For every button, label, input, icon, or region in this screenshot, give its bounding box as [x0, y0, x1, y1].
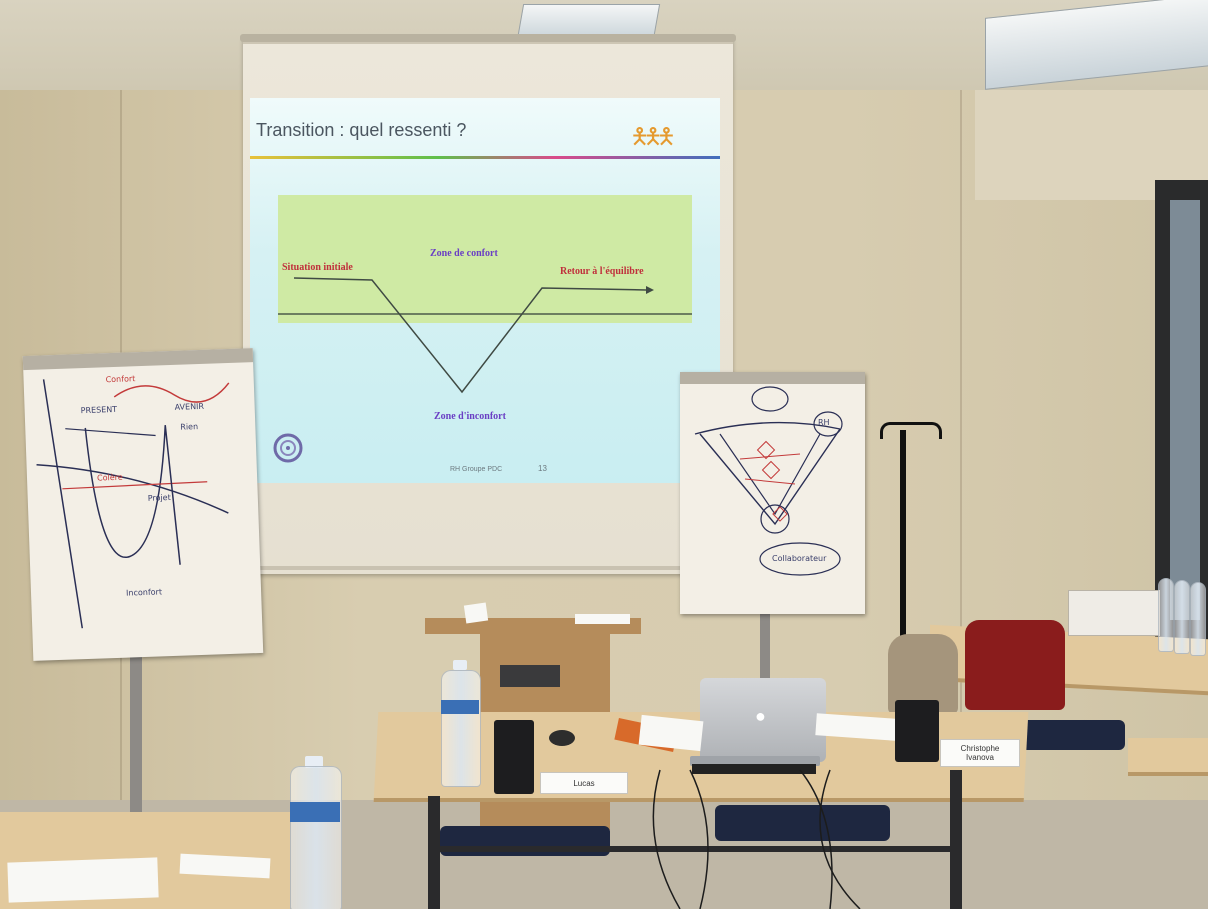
flipchart-note: Inconfort [125, 587, 163, 598]
paper-sheet [638, 714, 704, 752]
apple-logo-icon: ● [755, 706, 766, 726]
paper-tent [463, 602, 489, 624]
slide-page-number: 13 [538, 464, 547, 473]
nameplate-line: Ivanova [965, 753, 995, 762]
window-glass [1170, 200, 1200, 620]
speaker [494, 720, 534, 794]
water-bottle [1174, 580, 1190, 654]
projected-slide: Transition : quel ressenti ? 🯅🯅🯅 Zone de… [250, 98, 720, 483]
av-device [500, 665, 560, 687]
coat-stand-hooks [880, 422, 942, 439]
chair-seat [1015, 720, 1125, 750]
flipchart-note: RH [818, 418, 830, 427]
notepad [7, 857, 159, 903]
screen-bottom-bar [258, 566, 718, 570]
flipchart-note: Colère [96, 472, 123, 483]
computer-mouse [549, 730, 575, 746]
spiral-logo-icon [273, 433, 303, 463]
start-label: Situation initiale [282, 262, 353, 273]
chair-seat [715, 805, 890, 841]
side-table [1128, 738, 1208, 776]
table-leg [428, 796, 440, 909]
end-label: Retour à l'équilibre [560, 266, 644, 277]
flipchart-stand [760, 610, 770, 700]
bottle-label [441, 700, 479, 714]
flipchart-note: AVENIR [174, 401, 205, 412]
flipchart-note: PRESENT [80, 404, 118, 416]
zone-comfort-label: Zone de confort [430, 248, 498, 259]
title-divider [250, 156, 720, 159]
water-bottle [1190, 582, 1206, 656]
left-flipchart: Confort PRESENT AVENIR Rien Colère Proje… [22, 348, 264, 661]
coat-stand [900, 430, 906, 660]
flipchart-note: Projet [147, 493, 171, 503]
people-logo-icon: 🯅🯅🯅 [630, 124, 676, 149]
speaker [895, 700, 939, 762]
flipchart-drawing [36, 379, 230, 629]
paper-sheet [575, 614, 630, 624]
screen-housing [240, 34, 736, 42]
cardboard-box [1068, 590, 1160, 636]
comfort-zone-area [278, 195, 692, 323]
transition-curve [278, 277, 692, 394]
table-rail [440, 846, 960, 852]
right-flipchart: RH Collaborateur [680, 372, 865, 614]
table-leg [950, 770, 962, 909]
laptop-base [690, 756, 820, 766]
flipchart-clamp [680, 372, 865, 384]
water-bottle [441, 670, 481, 787]
zone-discomfort-label: Zone d'inconfort [434, 411, 506, 422]
flipchart-drawing [694, 386, 843, 576]
bottle-label [290, 802, 340, 822]
water-bottle [1158, 578, 1174, 652]
nameplate: Lucas [540, 772, 628, 794]
backpack [965, 620, 1065, 710]
slide-title: Transition : quel ressenti ? [256, 120, 467, 140]
flipchart-stand [130, 650, 142, 820]
cables [652, 769, 861, 909]
bottle-cap [453, 660, 467, 670]
bottle-cap [305, 756, 323, 768]
water-bottle [290, 766, 342, 909]
flipchart-note: Confort [105, 374, 136, 385]
laptop: ● [700, 678, 826, 762]
laptop-stand [692, 764, 816, 774]
nameplate: Christophe Ivanova [940, 739, 1020, 767]
nameplate-line: Christophe [960, 744, 1000, 753]
flipchart-note: Collaborateur [772, 554, 827, 563]
slide-footer: RH Groupe PDC [450, 466, 503, 473]
wall-seam [960, 90, 962, 790]
flipchart-note: Rien [180, 422, 199, 432]
